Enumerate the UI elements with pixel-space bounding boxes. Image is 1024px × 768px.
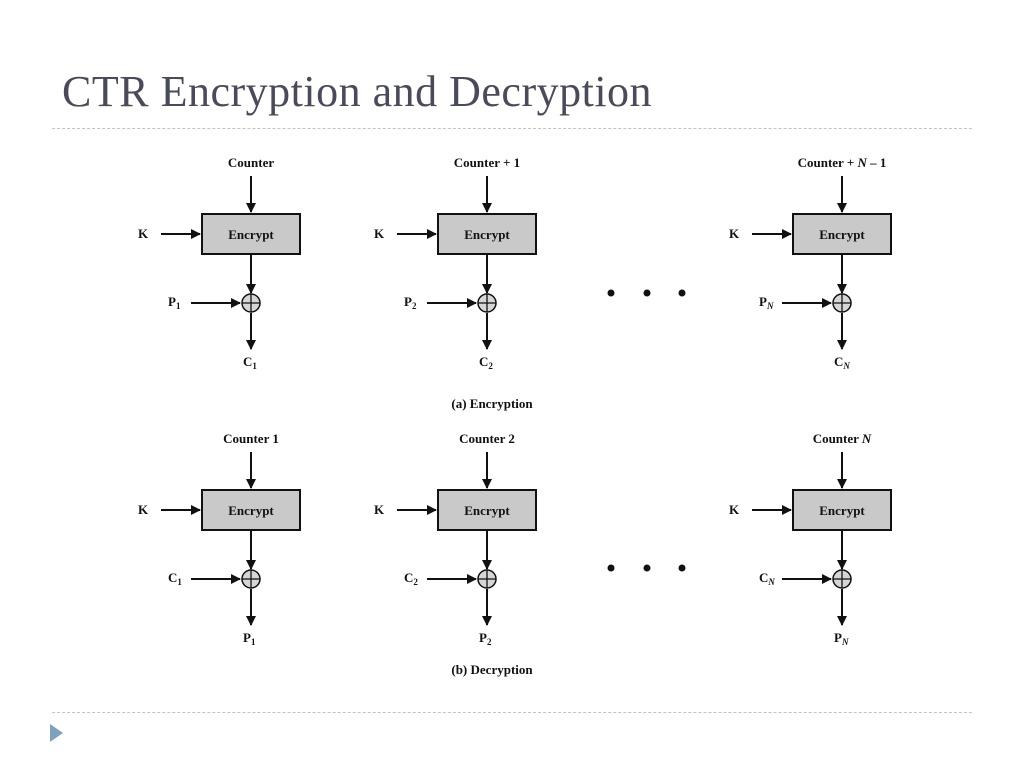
ellipsis-dot — [607, 289, 615, 297]
output-label: PN — [834, 630, 849, 647]
ellipsis-dot — [643, 289, 651, 297]
encryption-caption: (a) Encryption — [451, 396, 533, 411]
output-label: CN — [834, 354, 850, 371]
input-label: P2 — [404, 294, 417, 311]
ellipsis-dot — [607, 564, 615, 572]
counter-label: Counter 2 — [459, 431, 515, 446]
key-label: K — [138, 502, 149, 517]
key-label: K — [374, 226, 385, 241]
counter-label: Counter + N – 1 — [798, 155, 887, 170]
xor-icon — [477, 569, 497, 589]
encrypt-box-label: Encrypt — [228, 227, 274, 242]
input-label: C2 — [404, 570, 418, 587]
input-label: P1 — [168, 294, 181, 311]
decryption-caption: (b) Decryption — [451, 662, 533, 677]
counter-label: Counter — [228, 155, 274, 170]
xor-icon — [241, 569, 261, 589]
encryption-stage-3: Counter + N – 1 Encrypt K PN CN — [729, 155, 892, 371]
ellipsis-dot — [678, 289, 686, 297]
input-label: C1 — [168, 570, 182, 587]
slide-title: CTR Encryption and Decryption — [62, 67, 653, 116]
counter-label: Counter 1 — [223, 431, 279, 446]
encrypt-box-label: Encrypt — [819, 227, 865, 242]
key-label: K — [729, 226, 740, 241]
xor-icon — [832, 293, 852, 313]
encrypt-box — [792, 213, 892, 255]
decryption-stage-3: Counter N Encrypt K CN PN — [729, 431, 892, 647]
counter-label: Counter N — [813, 431, 872, 446]
input-label: PN — [759, 294, 774, 311]
ellipsis-dot — [643, 564, 651, 572]
output-label: C2 — [479, 354, 493, 371]
encrypt-box-label: Encrypt — [819, 503, 865, 518]
encrypt-box-label: Encrypt — [464, 227, 510, 242]
key-label: K — [138, 226, 149, 241]
input-label: CN — [759, 570, 775, 587]
ellipsis-dot — [678, 564, 686, 572]
footer-arrow-icon — [50, 724, 63, 742]
key-label: K — [374, 502, 385, 517]
xor-icon — [832, 569, 852, 589]
output-label: P1 — [243, 630, 256, 647]
footer-divider — [52, 712, 972, 713]
encrypt-box-label: Encrypt — [228, 503, 274, 518]
encrypt-box — [437, 489, 537, 531]
encrypt-box-label: Encrypt — [464, 503, 510, 518]
counter-label: Counter + 1 — [454, 155, 520, 170]
title-divider — [52, 128, 972, 129]
encrypt-box — [201, 213, 301, 255]
output-label: C1 — [243, 354, 257, 371]
output-label: P2 — [479, 630, 492, 647]
xor-icon — [477, 293, 497, 313]
xor-icon — [241, 293, 261, 313]
encrypt-box — [792, 489, 892, 531]
key-label: K — [729, 502, 740, 517]
